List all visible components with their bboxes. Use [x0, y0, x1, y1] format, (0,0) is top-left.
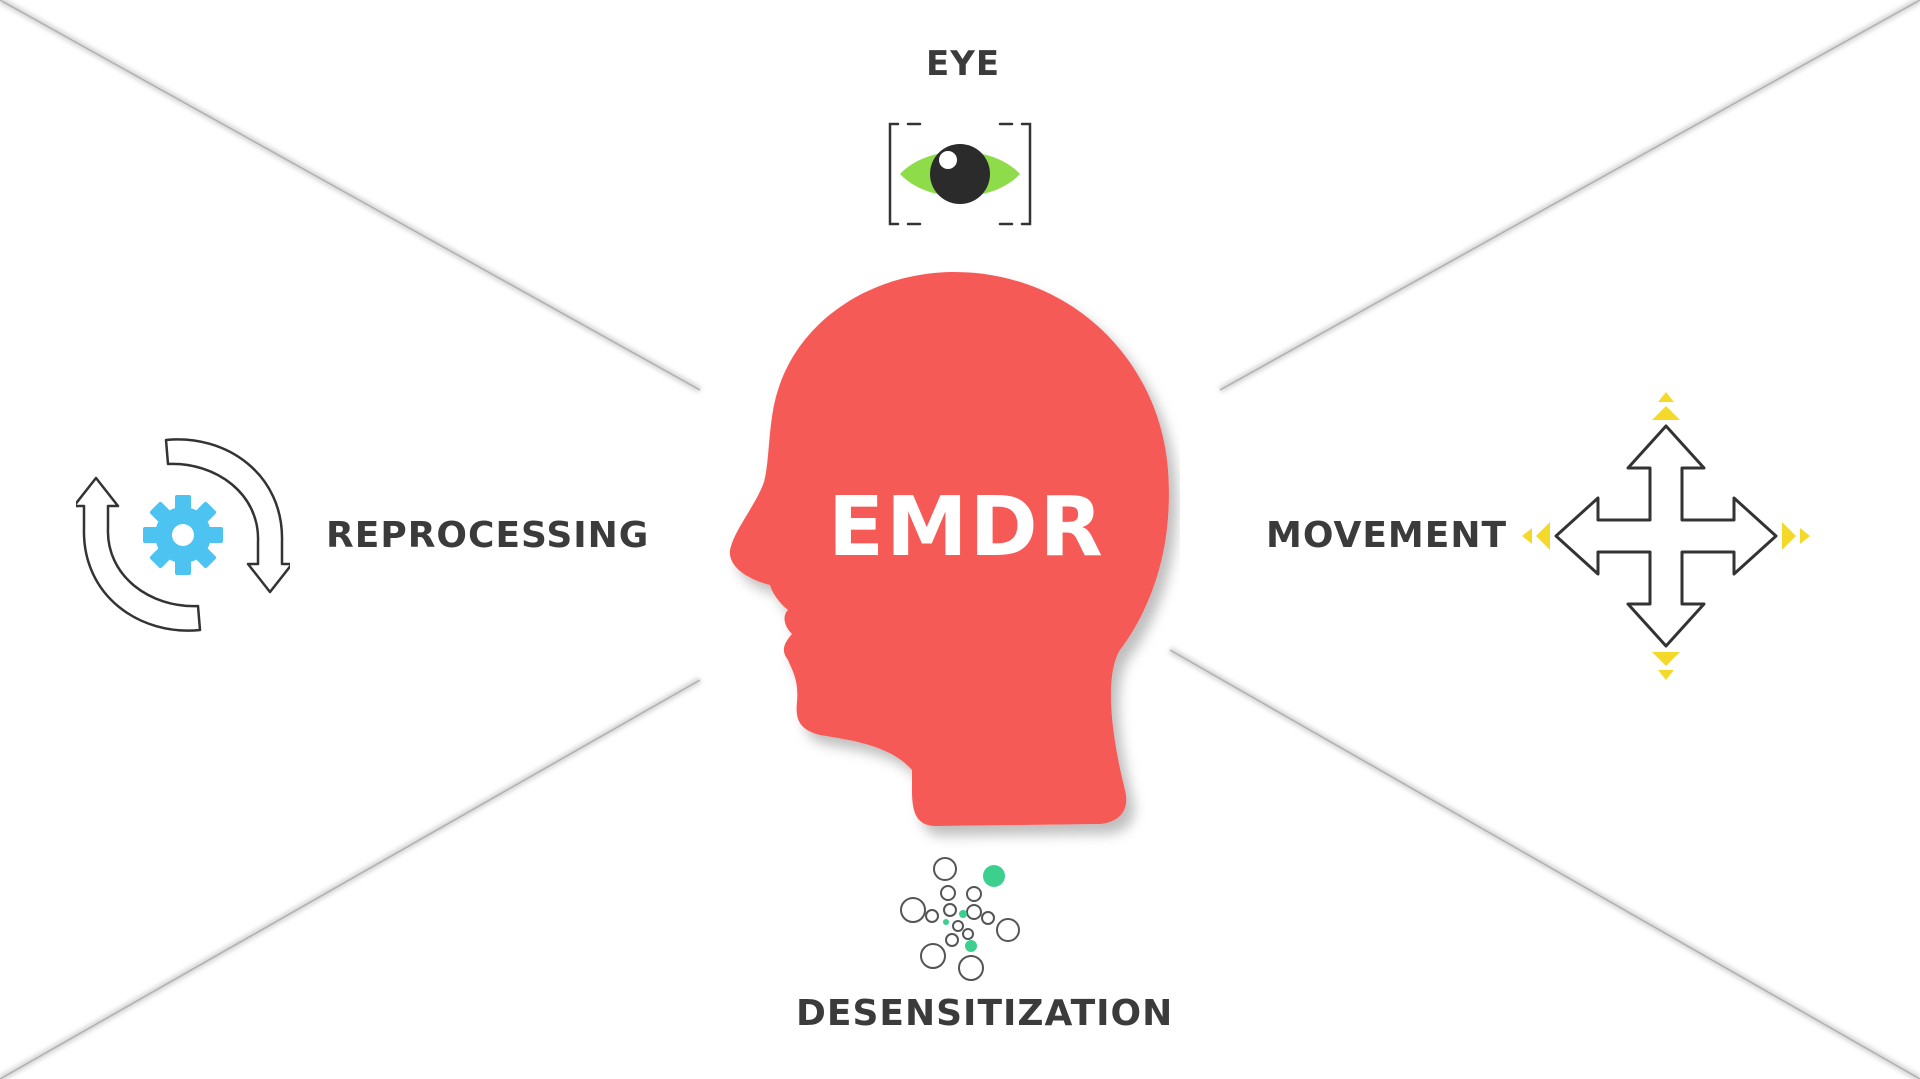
label-reprocessing: REPROCESSING [326, 515, 650, 556]
label-movement: MOVEMENT [1266, 515, 1508, 556]
center-title: EMDR [828, 480, 1105, 575]
head-silhouette [729, 271, 1169, 826]
move-arrows-icon [1522, 392, 1810, 680]
eye-icon [888, 122, 1032, 226]
refresh-gear-icon [76, 438, 290, 632]
label-eye: EYE [926, 44, 1001, 84]
molecule-icon [900, 857, 1020, 981]
label-desensitization: DESENSITIZATION [796, 993, 1174, 1034]
